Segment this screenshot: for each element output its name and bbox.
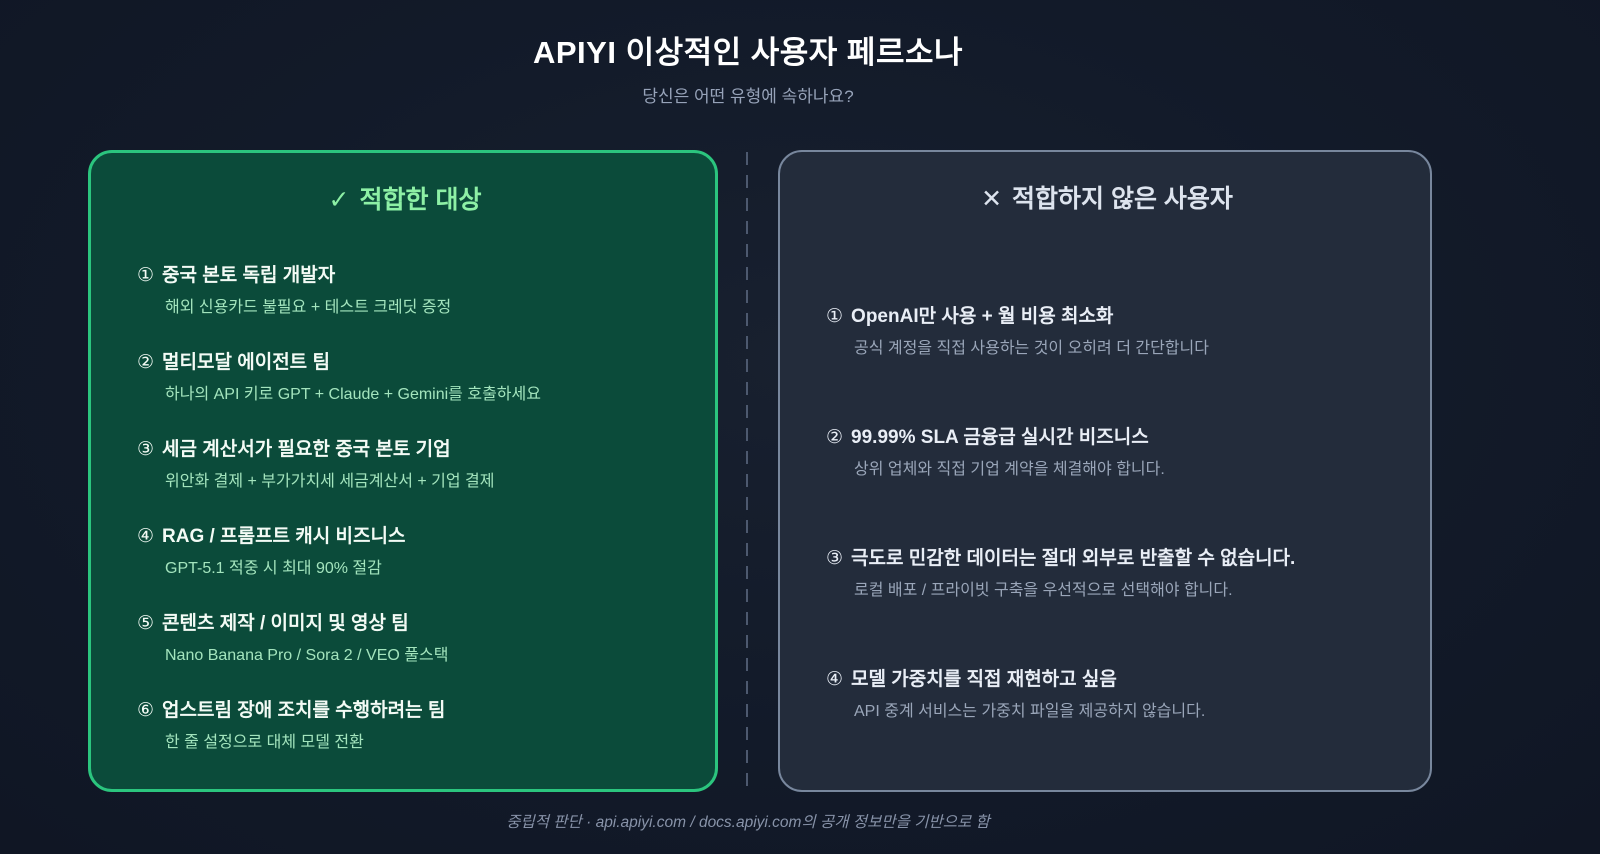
item-title-text: OpenAI만 사용 + 월 비용 최소화 — [851, 306, 1114, 327]
suitable-list-item: ② 멀티모달 에이전트 팀 하나의 API 키로 GPT + Claude + G… — [137, 350, 673, 406]
item-title: ③ 극도로 민감한 데이터는 절대 외부로 반출할 수 없습니다. — [826, 546, 1388, 572]
item-title: ④ 모델 가중치를 직접 재현하고 싶음 — [826, 667, 1388, 693]
suitable-card: ✓ 적합한 대상 ① 중국 본토 독립 개발자 해외 신용카드 불필요 + 테스트 … — [88, 150, 718, 792]
page-subtitle: 당신은 어떤 유형에 속하나요? — [642, 87, 854, 106]
unsuitable-card-title: ✕ 적합하지 않은 사용자 — [826, 182, 1388, 216]
circled-number-icon: ⑤ — [137, 613, 155, 634]
item-description: 하나의 API 키로 GPT + Claude + Gemini를 호출하세요 — [165, 386, 541, 403]
item-title-text: 모델 가중치를 직접 재현하고 싶음 — [851, 669, 1117, 690]
item-title: ③ 세금 계산서가 필요한 중국 본토 기업 — [137, 437, 673, 463]
unsuitable-list-item: ④ 모델 가중치를 직접 재현하고 싶음 API 중계 서비스는 가중치 파일을 … — [826, 667, 1388, 723]
suitable-list-item: ④ RAG / 프롬프트 캐시 비즈니스 GPT-5.1 적중 시 최대 90% … — [137, 524, 673, 580]
item-title: ④ RAG / 프롬프트 캐시 비즈니스 — [137, 524, 673, 550]
unsuitable-card-title-text: 적합하지 않은 사용자 — [1012, 185, 1233, 213]
suitable-list-item: ⑥ 업스트림 장애 조치를 수행하려는 팀 한 줄 설정으로 대체 모델 전환 — [137, 698, 673, 754]
vertical-dashed-divider — [746, 152, 748, 790]
circled-number-icon: ⑥ — [137, 700, 155, 721]
suitable-card-title: ✓ 적합한 대상 — [137, 183, 673, 217]
suitable-list-item: ③ 세금 계산서가 필요한 중국 본토 기업 위안화 결제 + 부가가치세 세금계… — [137, 437, 673, 493]
circled-number-icon: ① — [826, 306, 844, 327]
footer-note: 중립적 판단 · api.apiyi.com / docs.apiyi.com의… — [506, 814, 990, 831]
item-description: GPT-5.1 적중 시 최대 90% 절감 — [165, 560, 382, 577]
item-description: API 중계 서비스는 가중치 파일을 제공하지 않습니다. — [854, 703, 1206, 720]
page-title: APIYI 이상적인 사용자 페르소나 — [532, 35, 964, 70]
item-description: 한 줄 설정으로 대체 모델 전환 — [165, 734, 364, 751]
item-title-text: 극도로 민감한 데이터는 절대 외부로 반출할 수 없습니다. — [851, 548, 1296, 569]
circled-number-icon: ③ — [826, 548, 844, 569]
item-title-text: 콘텐츠 제작 / 이미지 및 영상 팀 — [162, 613, 409, 634]
circled-number-icon: ④ — [137, 526, 155, 547]
item-description: Nano Banana Pro / Sora 2 / VEO 풀스택 — [165, 647, 449, 664]
item-description: 위안화 결제 + 부가가치세 세금계산서 + 기업 결제 — [165, 473, 495, 490]
circled-number-icon: ② — [826, 427, 844, 448]
suitable-card-title-text: 적합한 대상 — [359, 186, 482, 214]
unsuitable-list: ① OpenAI만 사용 + 월 비용 최소화 공식 계정을 직접 사용하는 것이… — [826, 304, 1388, 723]
unsuitable-card: ✕ 적합하지 않은 사용자 ① OpenAI만 사용 + 월 비용 최소화 공식 계… — [778, 150, 1432, 792]
item-title-text: RAG / 프롬프트 캐시 비즈니스 — [162, 526, 406, 547]
item-title-text: 세금 계산서가 필요한 중국 본토 기업 — [162, 439, 451, 460]
item-description: 해외 신용카드 불필요 + 테스트 크레딧 증정 — [165, 299, 452, 316]
item-title-text: 업스트림 장애 조치를 수행하려는 팀 — [162, 700, 446, 721]
circled-number-icon: ④ — [826, 669, 844, 690]
suitable-list-item: ① 중국 본토 독립 개발자 해외 신용카드 불필요 + 테스트 크레딧 증정 — [137, 263, 673, 319]
circled-number-icon: ① — [137, 265, 155, 286]
item-title: ⑥ 업스트림 장애 조치를 수행하려는 팀 — [137, 698, 673, 724]
suitable-list: ① 중국 본토 독립 개발자 해외 신용카드 불필요 + 테스트 크레딧 증정 ②… — [137, 263, 673, 754]
item-title: ⑤ 콘텐츠 제작 / 이미지 및 영상 팀 — [137, 611, 673, 637]
unsuitable-list-item: ② 99.99% SLA 금융급 실시간 비즈니스 상위 업체와 직접 기업 계약… — [826, 425, 1388, 481]
item-title: ① 중국 본토 독립 개발자 — [137, 263, 673, 289]
item-description: 공식 계정을 직접 사용하는 것이 오히려 더 간단합니다 — [854, 340, 1209, 357]
item-title: ② 멀티모달 에이전트 팀 — [137, 350, 673, 376]
x-icon: ✕ — [981, 185, 1003, 213]
item-title: ① OpenAI만 사용 + 월 비용 최소화 — [826, 304, 1388, 330]
item-title-text: 멀티모달 에이전트 팀 — [162, 352, 330, 373]
check-icon: ✓ — [328, 186, 350, 214]
unsuitable-list-item: ① OpenAI만 사용 + 월 비용 최소화 공식 계정을 직접 사용하는 것이… — [826, 304, 1388, 360]
circled-number-icon: ② — [137, 352, 155, 373]
unsuitable-list-item: ③ 극도로 민감한 데이터는 절대 외부로 반출할 수 없습니다. 로컬 배포 /… — [826, 546, 1388, 602]
suitable-list-item: ⑤ 콘텐츠 제작 / 이미지 및 영상 팀 Nano Banana Pro / S… — [137, 611, 673, 667]
item-title: ② 99.99% SLA 금융급 실시간 비즈니스 — [826, 425, 1388, 451]
item-title-text: 99.99% SLA 금융급 실시간 비즈니스 — [851, 427, 1149, 448]
item-description: 로컬 배포 / 프라이빗 구축을 우선적으로 선택해야 합니다. — [854, 582, 1233, 599]
circled-number-icon: ③ — [137, 439, 155, 460]
item-title-text: 중국 본토 독립 개발자 — [162, 265, 336, 286]
item-description: 상위 업체와 직접 기업 계약을 체결해야 합니다. — [854, 461, 1165, 478]
